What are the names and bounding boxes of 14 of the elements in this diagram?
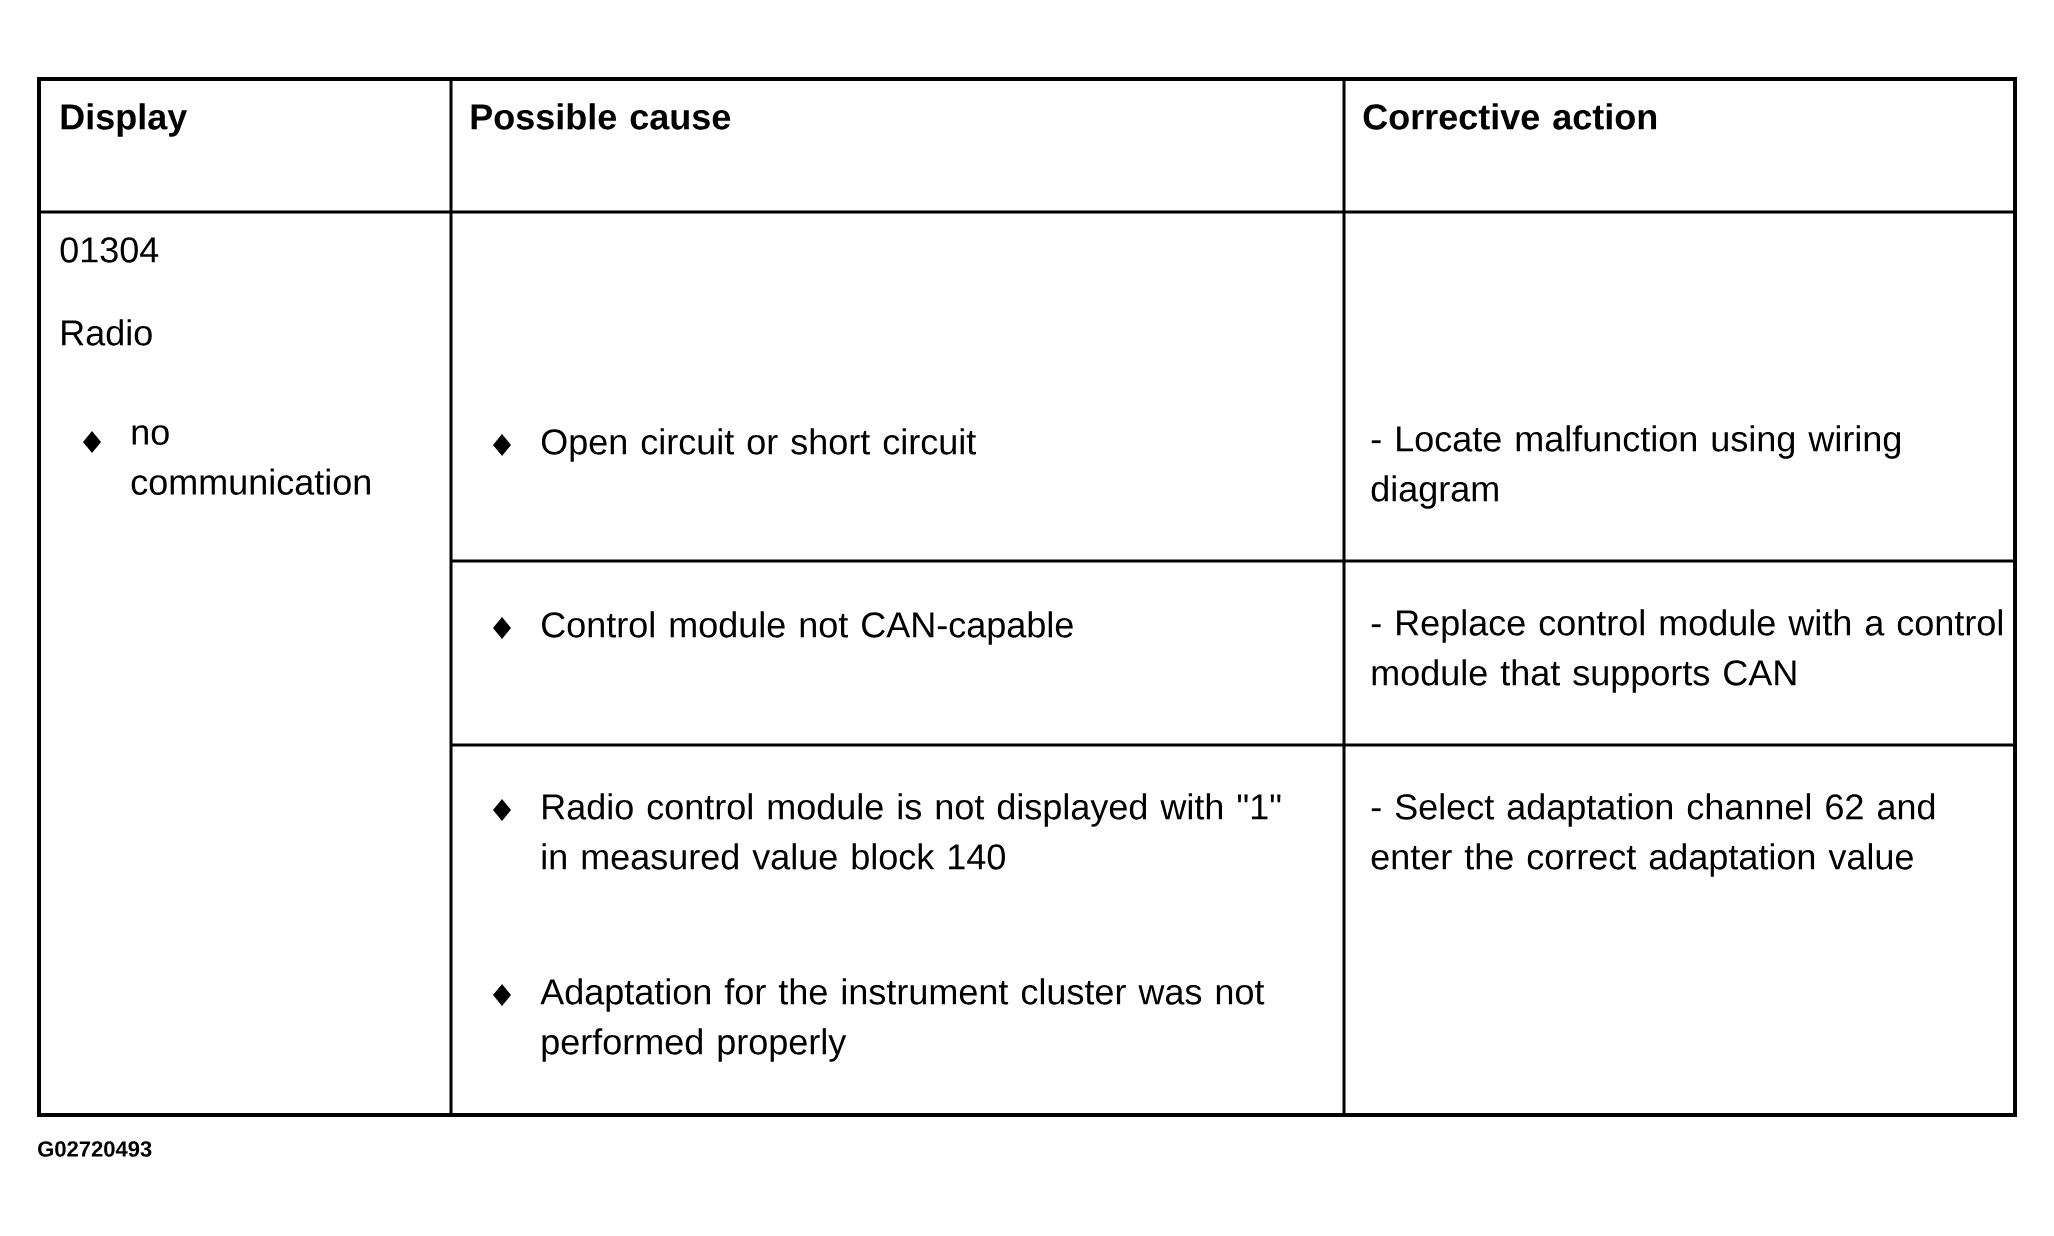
table-cell-text: Radio [62,319,152,346]
table-cell-text: Open circuit or short circuit [541,428,976,462]
table-cell-text: - Replace control module with a control module that supports CAN [1371,609,2002,693]
column-header: Corrective action [1363,103,1657,130]
table-cell-text: - Locate malfunction using wiring diagram [1371,425,1901,509]
table-cell-text: Control module not CAN-capable [542,611,1073,645]
table-cell-text: Radio control module is not displayed with "1" in measured value block 140 [542,793,1281,870]
table-cell-text: no communication [131,425,370,495]
fault-code: 01304 [60,237,159,263]
figure-id: G02720493 [38,1141,152,1157]
column-header: Display [61,103,188,137]
table-cell-text: Adaptation for the instrument cluster was not performed properly [540,978,1265,1062]
column-header: Possible cause [471,103,731,130]
table-cell-text: - Select adaptation channel 62 and enter the correct adaptation value [1371,793,1935,877]
